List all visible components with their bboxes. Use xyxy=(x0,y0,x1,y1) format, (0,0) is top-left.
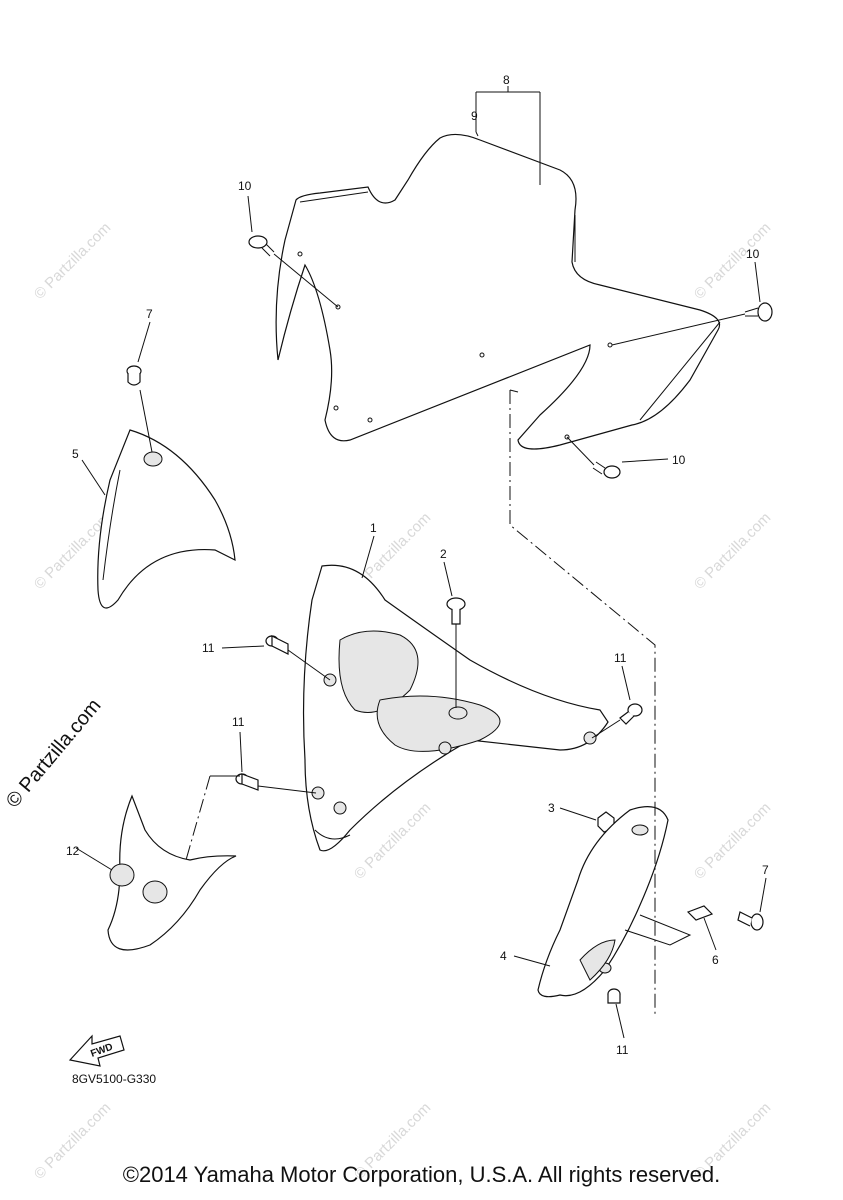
mount-hole xyxy=(333,405,339,411)
windshield-part xyxy=(275,133,721,450)
callout-9: 9 xyxy=(471,109,478,123)
callout-10: 10 xyxy=(238,179,252,193)
mount-hole xyxy=(367,417,373,423)
callout-labels: 8 9 10 10 10 7 5 1 2 11 11 11 12 3 4 6 7… xyxy=(66,73,769,1057)
mount-hole xyxy=(479,352,485,358)
screw-part-10 xyxy=(248,235,773,479)
bolt-part-7 xyxy=(737,911,764,931)
watermark: © Partzilla.com xyxy=(691,509,774,592)
callout-4: 4 xyxy=(500,949,507,963)
side-panel-part-5 xyxy=(97,389,236,609)
callout-11: 11 xyxy=(202,641,215,655)
screw-part-2 xyxy=(446,597,466,708)
callout-11: 11 xyxy=(232,715,245,729)
callout-6: 6 xyxy=(712,953,719,967)
watermark: © Partzilla.com xyxy=(691,219,774,302)
callout-7: 7 xyxy=(146,307,153,321)
callout-2: 2 xyxy=(440,547,447,561)
bolt-part-7 xyxy=(126,365,142,386)
callout-1: 1 xyxy=(370,521,377,535)
callout-10: 10 xyxy=(746,247,760,261)
mount-hole xyxy=(335,304,341,310)
front-cowl-part-1 xyxy=(302,564,609,852)
callout-11: 11 xyxy=(616,1043,629,1057)
clip-part-6 xyxy=(686,905,714,921)
leader-lines xyxy=(75,86,767,1039)
callout-8: 8 xyxy=(503,73,510,87)
assembly-guide-lines xyxy=(509,389,656,1015)
callout-12: 12 xyxy=(66,844,80,858)
watermark: © Partzilla.com xyxy=(31,219,114,302)
callout-3: 3 xyxy=(548,801,555,815)
callout-5: 5 xyxy=(72,447,79,461)
drawing-code: 8GV5100-G330 xyxy=(72,1072,157,1086)
callout-10: 10 xyxy=(672,453,686,467)
callout-7: 7 xyxy=(762,863,769,877)
fwd-arrow-icon: FWD xyxy=(68,1034,125,1067)
mount-hole xyxy=(297,251,303,257)
side-panel-part-4 xyxy=(537,806,692,998)
mount-hole xyxy=(564,434,570,440)
copyright-notice: ©2014 Yamaha Motor Corporation, U.S.A. A… xyxy=(122,1162,721,1187)
callout-11: 11 xyxy=(614,651,627,665)
inner-panel-part-12 xyxy=(107,775,240,951)
